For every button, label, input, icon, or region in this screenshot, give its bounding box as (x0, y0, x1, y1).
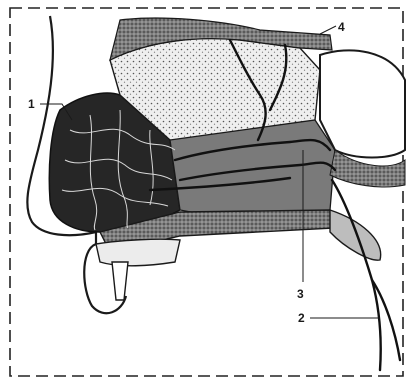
leader-4 (320, 26, 336, 34)
soft-palate (330, 210, 381, 260)
tooth (112, 262, 128, 300)
upper-lip (96, 239, 180, 266)
callout-label-3: 3 (297, 287, 304, 301)
callout-label-1: 1 (28, 97, 35, 111)
callout-label-4: 4 (338, 20, 345, 34)
callout-label-2: 2 (298, 311, 305, 325)
sphenoid-sinus (320, 50, 405, 157)
